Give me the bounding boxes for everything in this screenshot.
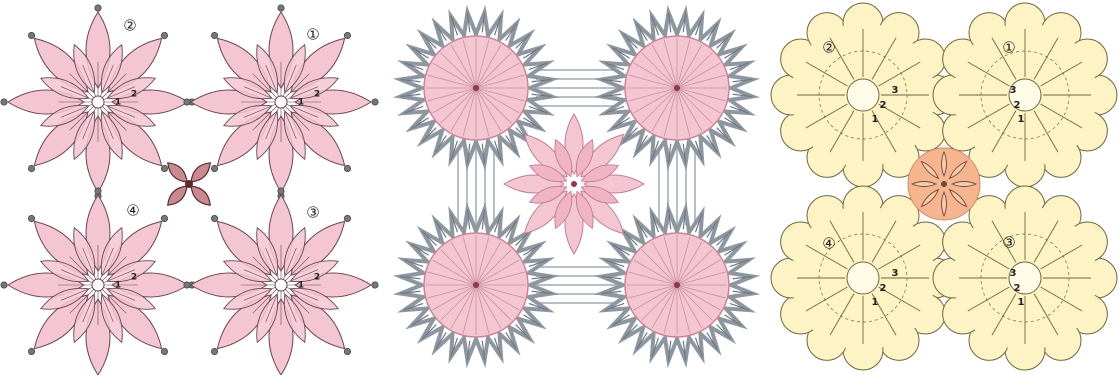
flower-center (571, 181, 577, 187)
connector-center (941, 181, 947, 187)
disc-center (674, 282, 680, 288)
gray-spike-motif (601, 12, 752, 163)
joining-stitch-dot (278, 188, 284, 194)
connector-petal (168, 163, 187, 182)
joining-stitch-dot (184, 99, 190, 105)
joining-stitch-dot (344, 32, 350, 38)
center-ring (275, 279, 287, 291)
center-pink-flower (504, 114, 644, 254)
joining-stitch-dot (211, 348, 217, 354)
center-ring (92, 279, 104, 291)
joining-stitch-dot (211, 165, 217, 171)
middle-panel-pink-gray-motifs (400, 12, 752, 360)
round-label: 1 (872, 297, 879, 308)
motif-number-label: ③ (1002, 234, 1015, 252)
round-label: 2 (314, 273, 320, 283)
round-label: 1 (298, 98, 304, 108)
joining-stitch-dot (1, 99, 7, 105)
round-label: 1 (298, 281, 304, 291)
motif-number-label: ② (123, 17, 136, 35)
joining-stitch-dot (161, 348, 167, 354)
connector-center (185, 180, 193, 188)
connector-bars (536, 70, 617, 106)
connector-bars (659, 148, 695, 225)
pink-flower-motif: ① 21 (184, 5, 378, 199)
joining-stitch-dot (278, 5, 284, 11)
motif-number-label: ③ (306, 204, 319, 222)
connector-bars (536, 267, 617, 303)
round-label: 2 (1014, 283, 1021, 294)
motif-number-label: ① (306, 26, 319, 44)
round-label: 1 (115, 98, 121, 108)
center-ring (92, 96, 104, 108)
joining-stitch-dot (161, 165, 167, 171)
motif-number-label: ② (822, 39, 835, 57)
joining-stitch-dot (344, 165, 350, 171)
round-label: 1 (872, 114, 879, 125)
center-ring (275, 96, 287, 108)
orange-center-connector (908, 148, 980, 220)
connector-petal (191, 186, 210, 205)
joining-stitch-dot (161, 32, 167, 38)
center-ring (847, 79, 879, 111)
gray-spike-motif (601, 209, 752, 360)
round-label: 3 (1010, 85, 1017, 96)
pink-flower-motif: ③ 21 (184, 188, 378, 375)
round-label: 3 (1010, 268, 1017, 279)
connector-bars (458, 148, 494, 225)
joining-stitch-dot (344, 348, 350, 354)
joining-stitch-dot (28, 32, 34, 38)
joining-stitch-dot (184, 282, 190, 288)
joining-stitch-dot (344, 215, 350, 221)
connector-petal (168, 186, 187, 205)
round-label: 3 (892, 268, 899, 279)
round-label: 2 (131, 273, 137, 283)
round-label: 3 (892, 85, 899, 96)
center-ring (847, 262, 879, 294)
joining-stitch-dot (372, 282, 378, 288)
pink-flower-motif: ② 21 (1, 5, 195, 199)
round-label: 2 (1014, 100, 1021, 111)
joining-stitch-dot (161, 215, 167, 221)
disc-center (473, 282, 479, 288)
joining-stitch-dot (28, 165, 34, 171)
round-label: 1 (1018, 114, 1025, 125)
round-label: 2 (880, 100, 887, 111)
x-connector-motif (168, 163, 210, 205)
round-label: 2 (880, 283, 887, 294)
round-label: 2 (314, 90, 320, 100)
connector-petal (191, 163, 210, 182)
motif-number-label: ① (1002, 39, 1015, 57)
joining-stitch-dot (95, 5, 101, 11)
round-label: 1 (1018, 297, 1025, 308)
joining-stitch-dot (95, 188, 101, 194)
round-label: 2 (131, 90, 137, 100)
joining-stitch-dot (372, 99, 378, 105)
joining-stitch-dot (211, 32, 217, 38)
joining-stitch-dot (1, 282, 7, 288)
joining-stitch-dot (28, 348, 34, 354)
joining-stitch-dot (28, 215, 34, 221)
round-label: 1 (115, 281, 121, 291)
disc-center (473, 85, 479, 91)
pink-flower-motif: ④ 21 (1, 188, 195, 375)
motif-number-label: ④ (126, 202, 139, 220)
disc-center (674, 85, 680, 91)
joining-stitch-dot (211, 215, 217, 221)
motif-number-label: ④ (822, 235, 835, 253)
